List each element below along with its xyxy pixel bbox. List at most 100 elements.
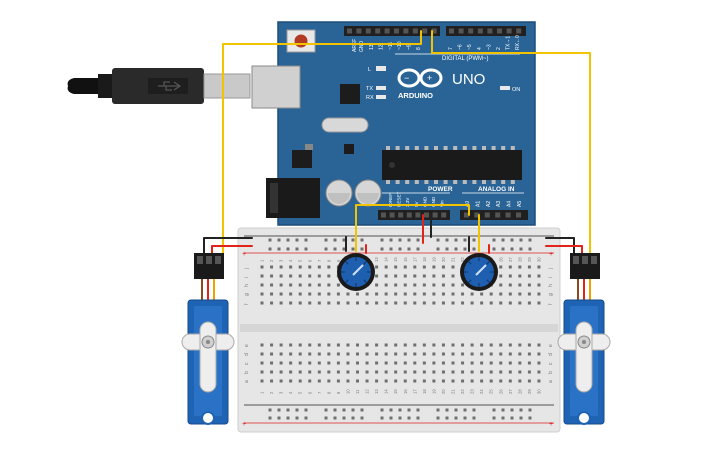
breadboard-hole[interactable] <box>508 361 512 365</box>
breadboard-hole[interactable] <box>336 283 340 287</box>
breadboard-hole[interactable] <box>298 301 302 305</box>
breadboard-hole[interactable] <box>327 370 331 374</box>
breadboard-hole[interactable] <box>403 343 407 347</box>
breadboard-hole[interactable] <box>289 379 293 383</box>
breadboard-hole[interactable] <box>422 379 426 383</box>
breadboard-hole[interactable] <box>365 292 369 296</box>
breadboard-hole[interactable] <box>375 370 379 374</box>
breadboard-hole[interactable] <box>492 238 496 242</box>
breadboard-hole[interactable] <box>277 408 281 412</box>
breadboard-hole[interactable] <box>461 352 465 356</box>
breadboard-hole[interactable] <box>317 283 321 287</box>
breadboard-hole[interactable] <box>489 352 493 356</box>
breadboard-hole[interactable] <box>260 352 264 356</box>
breadboard-hole[interactable] <box>286 247 290 251</box>
digital-header-right[interactable] <box>446 26 526 36</box>
breadboard-hole[interactable] <box>472 416 476 420</box>
breadboard-hole[interactable] <box>510 408 514 412</box>
breadboard-hole[interactable] <box>317 274 321 278</box>
breadboard-hole[interactable] <box>304 238 308 242</box>
breadboard-hole[interactable] <box>413 370 417 374</box>
wire-left-servo-gnd[interactable] <box>203 237 253 254</box>
breadboard-hole[interactable] <box>489 292 493 296</box>
breadboard-hole[interactable] <box>268 247 272 251</box>
breadboard-hole[interactable] <box>286 408 290 412</box>
breadboard-hole[interactable] <box>422 361 426 365</box>
breadboard-hole[interactable] <box>528 416 532 420</box>
header-hole[interactable] <box>431 28 437 34</box>
breadboard-hole[interactable] <box>384 370 388 374</box>
breadboard-hole[interactable] <box>336 370 340 374</box>
breadboard-hole[interactable] <box>384 283 388 287</box>
breadboard-hole[interactable] <box>501 408 505 412</box>
wire-left-servo-vcc[interactable] <box>211 245 253 254</box>
potentiometer-1[interactable] <box>337 253 375 291</box>
breadboard-hole[interactable] <box>289 274 293 278</box>
breadboard-hole[interactable] <box>461 343 465 347</box>
breadboard-hole[interactable] <box>454 416 458 420</box>
breadboard-hole[interactable] <box>279 379 283 383</box>
breadboard-hole[interactable] <box>295 247 299 251</box>
breadboard-hole[interactable] <box>298 370 302 374</box>
breadboard-hole[interactable] <box>451 361 455 365</box>
breadboard-hole[interactable] <box>342 408 346 412</box>
breadboard-hole[interactable] <box>403 265 407 269</box>
breadboard-hole[interactable] <box>317 370 321 374</box>
breadboard-hole[interactable] <box>461 370 465 374</box>
breadboard-hole[interactable] <box>375 292 379 296</box>
breadboard-hole[interactable] <box>508 283 512 287</box>
breadboard-hole[interactable] <box>289 292 293 296</box>
breadboard-hole[interactable] <box>432 292 436 296</box>
breadboard-hole[interactable] <box>260 265 264 269</box>
breadboard-hole[interactable] <box>492 416 496 420</box>
breadboard-hole[interactable] <box>394 301 398 305</box>
breadboard-hole[interactable] <box>403 370 407 374</box>
breadboard-hole[interactable] <box>537 265 541 269</box>
breadboard-hole[interactable] <box>519 408 523 412</box>
breadboard-hole[interactable] <box>489 343 493 347</box>
breadboard-hole[interactable] <box>537 343 541 347</box>
breadboard-hole[interactable] <box>441 361 445 365</box>
breadboard-hole[interactable] <box>499 361 503 365</box>
breadboard-hole[interactable] <box>270 370 274 374</box>
breadboard-hole[interactable] <box>336 301 340 305</box>
breadboard-hole[interactable] <box>527 370 531 374</box>
breadboard-hole[interactable] <box>527 301 531 305</box>
header-hole[interactable] <box>484 212 490 218</box>
breadboard-hole[interactable] <box>518 301 522 305</box>
breadboard-hole[interactable] <box>384 265 388 269</box>
breadboard-hole[interactable] <box>317 361 321 365</box>
breadboard-hole[interactable] <box>470 292 474 296</box>
breadboard-hole[interactable] <box>260 292 264 296</box>
breadboard-hole[interactable] <box>441 301 445 305</box>
breadboard-hole[interactable] <box>407 408 411 412</box>
breadboard-hole[interactable] <box>451 370 455 374</box>
breadboard-hole[interactable] <box>384 352 388 356</box>
breadboard-hole[interactable] <box>351 247 355 251</box>
breadboard-hole[interactable] <box>270 301 274 305</box>
breadboard-hole[interactable] <box>289 283 293 287</box>
breadboard-hole[interactable] <box>463 238 467 242</box>
breadboard-hole[interactable] <box>268 408 272 412</box>
breadboard-hole[interactable] <box>356 379 359 383</box>
header-hole[interactable] <box>384 28 390 34</box>
breadboard-hole[interactable] <box>365 370 369 374</box>
breadboard-hole[interactable] <box>499 292 503 296</box>
breadboard-hole[interactable] <box>380 416 384 420</box>
breadboard-hole[interactable] <box>277 416 281 420</box>
breadboard-hole[interactable] <box>308 265 312 269</box>
breadboard-hole[interactable] <box>384 379 388 383</box>
breadboard-hole[interactable] <box>270 352 274 356</box>
header-hole[interactable] <box>487 28 493 34</box>
breadboard-hole[interactable] <box>499 301 503 305</box>
breadboard-hole[interactable] <box>537 379 541 383</box>
header-hole[interactable] <box>406 212 412 218</box>
breadboard-hole[interactable] <box>295 408 299 412</box>
breadboard-hole[interactable] <box>327 283 331 287</box>
breadboard-hole[interactable] <box>260 283 264 287</box>
breadboard-hole[interactable] <box>403 292 407 296</box>
breadboard-hole[interactable] <box>304 416 308 420</box>
breadboard-hole[interactable] <box>279 370 283 374</box>
header-hole[interactable] <box>398 212 404 218</box>
breadboard-hole[interactable] <box>270 361 274 365</box>
